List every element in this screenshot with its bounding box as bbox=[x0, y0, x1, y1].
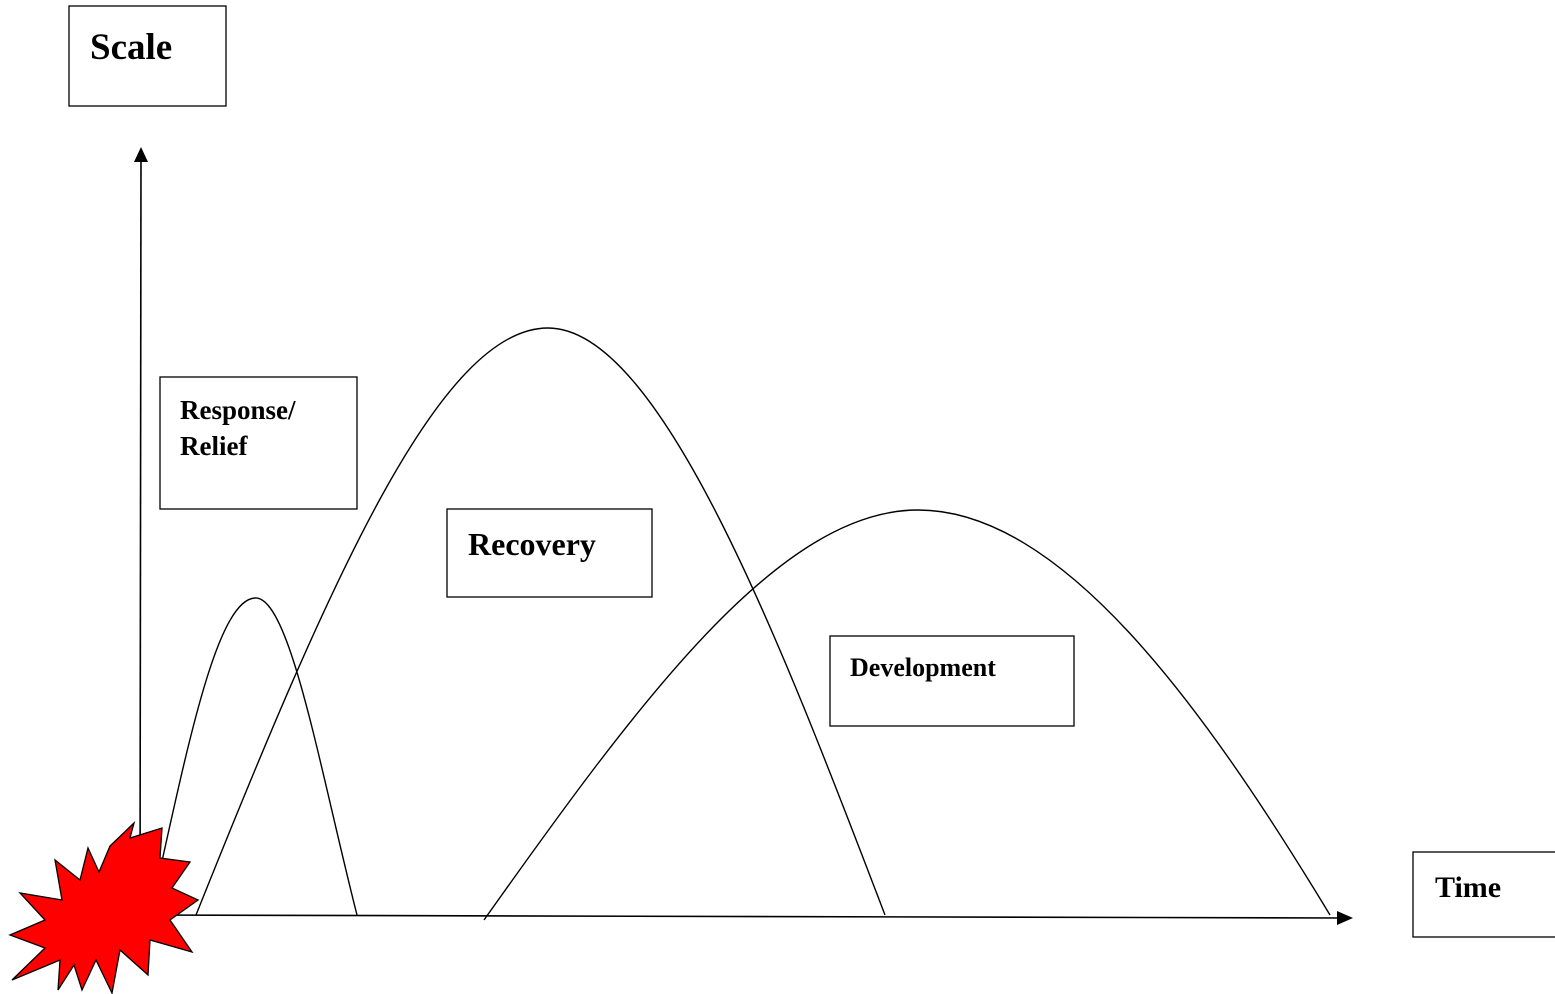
y-axis-label-box: Scale bbox=[68, 5, 227, 107]
recovery-label: Recovery bbox=[468, 526, 596, 562]
response-relief-label-line2: Relief bbox=[180, 431, 248, 461]
recovery-curve bbox=[195, 327, 886, 916]
development-curve bbox=[483, 509, 1331, 921]
response-relief-label-box: Response/ Relief bbox=[159, 376, 358, 510]
y-axis-label: Scale bbox=[90, 27, 172, 68]
x-axis-label: Time bbox=[1435, 871, 1501, 904]
response-relief-curve bbox=[149, 597, 358, 916]
x-axis-arrowhead bbox=[1337, 911, 1353, 925]
x-axis-label-box: Time bbox=[1412, 851, 1555, 938]
x-axis bbox=[139, 911, 1353, 925]
y-axis bbox=[134, 147, 148, 906]
recovery-label-box: Recovery bbox=[446, 508, 653, 598]
y-axis-arrowhead bbox=[134, 147, 148, 162]
response-relief-label-line1: Response/ bbox=[180, 395, 296, 425]
development-label: Development bbox=[850, 653, 996, 682]
explosion-burst-icon bbox=[8, 820, 200, 994]
development-label-box: Development bbox=[829, 635, 1075, 727]
